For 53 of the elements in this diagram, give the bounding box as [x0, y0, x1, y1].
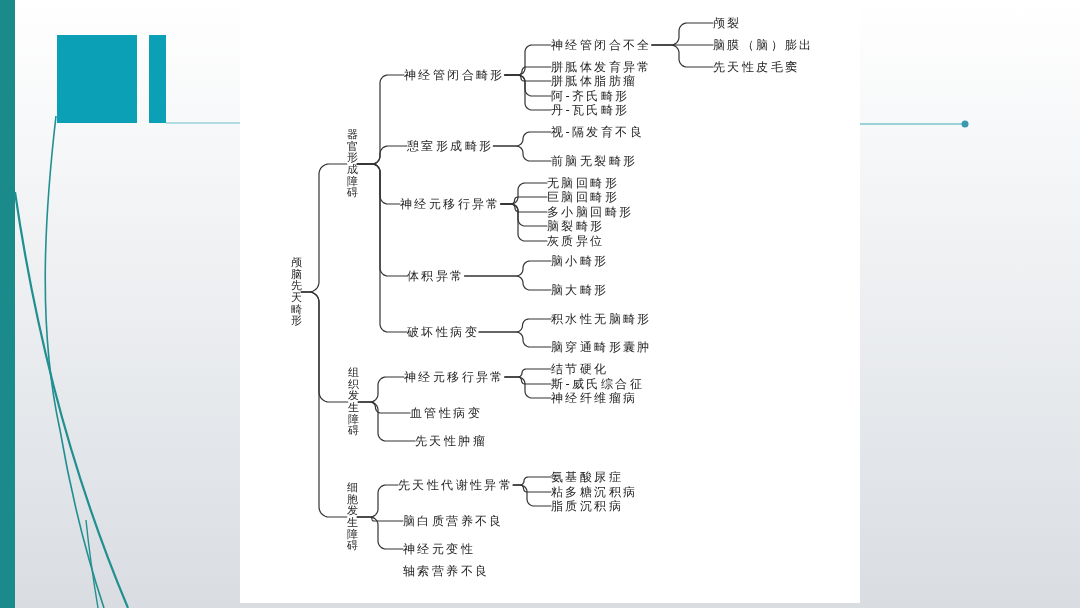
category-label: 器官形成障碍 — [346, 129, 358, 199]
item-label: 丹-瓦氏畸形 — [551, 103, 630, 117]
item-label: 颅裂 — [713, 16, 742, 30]
brace-connector — [512, 484, 552, 507]
item-label: 轴索营养不良 — [403, 564, 490, 578]
subcategory-label: 神经元变性 — [403, 542, 475, 556]
subcategory-label: 脑白质营养不良 — [403, 514, 504, 528]
item-label: 脑裂畸形 — [547, 219, 605, 233]
item-label: 神经管闭合不全 — [551, 38, 652, 52]
item-label: 视-隔发育不良 — [551, 125, 644, 139]
brace-connector — [492, 145, 552, 162]
item-label: 积水性无脑畸形 — [551, 312, 652, 326]
subcategory-label: 体积异常 — [407, 269, 465, 283]
item-label: 胼胝体发育异常 — [551, 60, 652, 74]
brace-connector — [500, 203, 548, 242]
subcategory-label: 神经管闭合畸形 — [404, 68, 505, 82]
item-label: 灰质异位 — [547, 234, 605, 248]
brace-connector — [356, 516, 404, 550]
item-label: 斯-威氏综合征 — [551, 377, 644, 391]
subcategory-label: 先天性肿瘤 — [415, 434, 487, 448]
root-category-label: 颅脑先天畸形 — [290, 257, 302, 327]
item-label: 先天性皮毛窦 — [713, 60, 800, 74]
item-label: 多小脑回畸形 — [547, 205, 634, 219]
brace-connector — [356, 163, 408, 333]
item-label: 氨基酸尿症 — [551, 470, 623, 484]
brace-connector — [651, 44, 714, 68]
category-label: 细胞发生障碍 — [346, 482, 358, 552]
subcategory-label: 憩室形成畸形 — [407, 139, 494, 153]
subcategory-label: 血管性病变 — [410, 406, 482, 420]
item-label: 粘多糖沉积病 — [551, 485, 638, 499]
subcategory-label: 神经元移行异常 — [400, 197, 501, 211]
item-label: 无脑回畸形 — [547, 176, 619, 190]
subcategory-label: 破坏性病变 — [407, 325, 479, 339]
item-label: 前脑无裂畸形 — [551, 154, 638, 168]
subcategory-label: 神经元移行异常 — [404, 370, 505, 384]
item-label: 脑小畸形 — [551, 254, 609, 268]
brace-connector — [478, 331, 552, 348]
item-label: 脑大畸形 — [551, 283, 609, 297]
subcategory-label: 先天性代谢性异常 — [398, 478, 514, 492]
item-label: 脑膜（脑）膨出 — [713, 38, 814, 52]
brace-connector — [504, 376, 552, 399]
brace-connector — [504, 74, 552, 111]
item-label: 胼胝体脂肪瘤 — [551, 74, 638, 88]
brace-connector — [357, 401, 416, 442]
item-label: 脂质沉积病 — [551, 499, 623, 513]
brace-connector — [464, 275, 552, 291]
category-label: 组织发生障碍 — [347, 367, 359, 437]
item-label: 巨脑回畸形 — [547, 190, 619, 204]
item-label: 阿-齐氏畸形 — [551, 89, 630, 103]
item-label: 结节硬化 — [551, 362, 609, 376]
item-label: 脑穿通畸形囊肿 — [551, 340, 652, 354]
item-label: 神经纤维瘤病 — [551, 391, 638, 405]
brace-connector — [300, 291, 348, 518]
